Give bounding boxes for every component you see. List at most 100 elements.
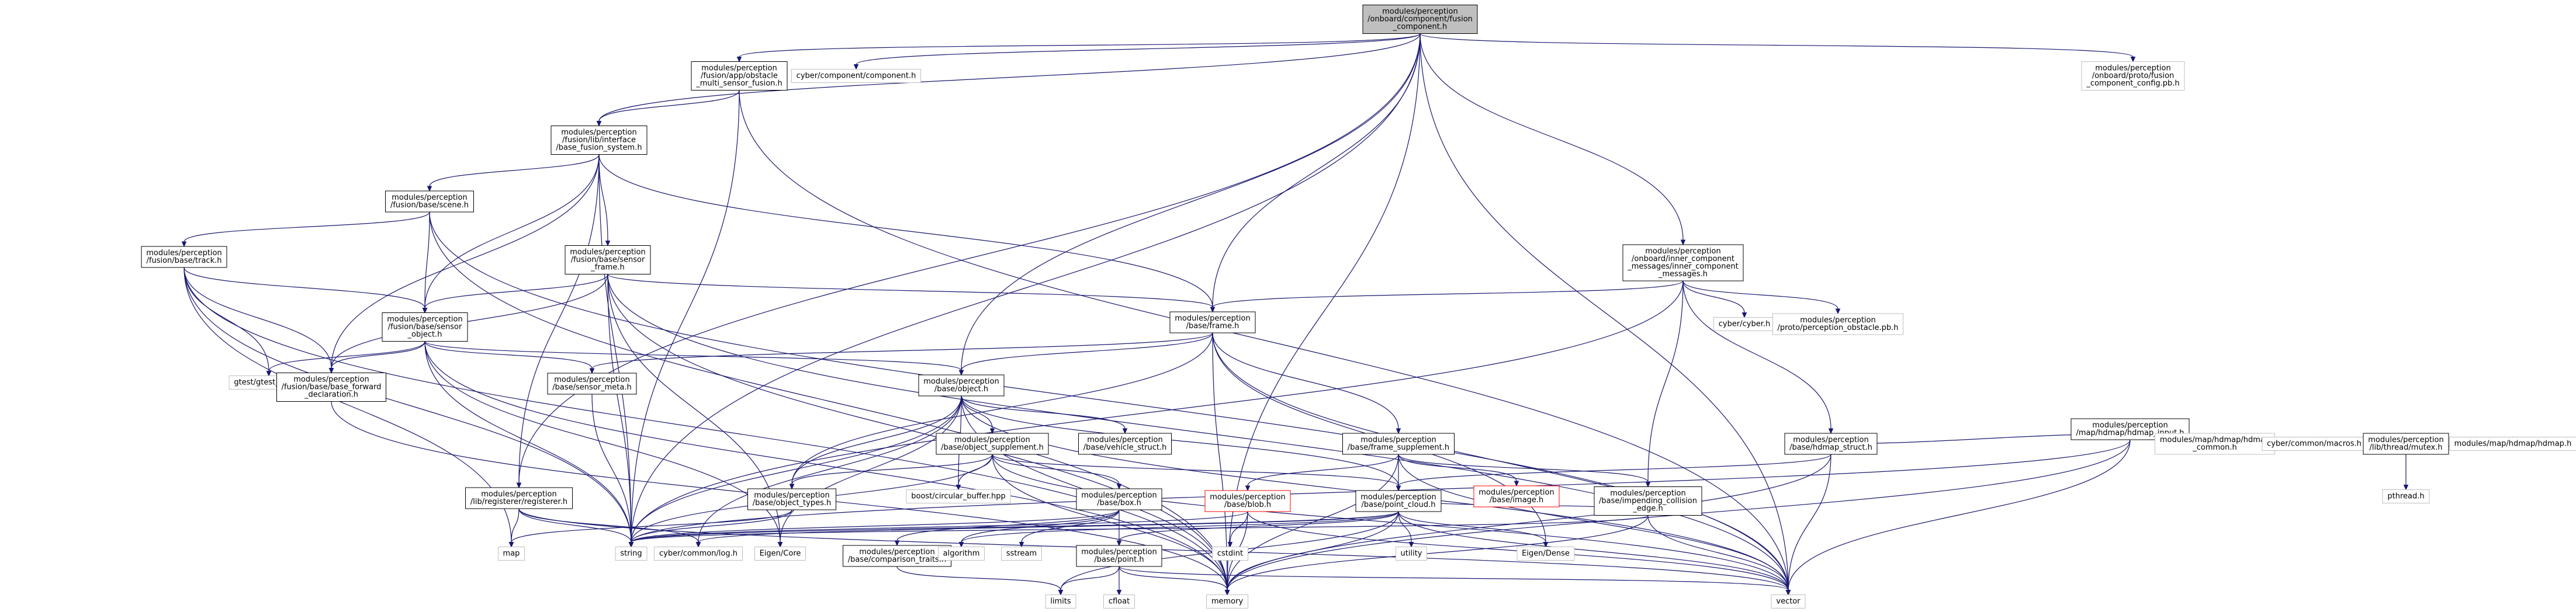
- edge-sensor-object-to-gtest-prod: [266, 341, 425, 377]
- edge-line: [1119, 566, 1789, 591]
- node-label-line: _object.h: [407, 331, 442, 339]
- edge-line: [598, 90, 740, 121]
- node-thread-mutex[interactable]: modules/perception/lib/thread/mutex.h: [2363, 433, 2449, 455]
- node-label-line: limits: [1050, 597, 1071, 606]
- node-sensor-frame[interactable]: modules/perception/fusion/base/sensor_fr…: [565, 245, 651, 274]
- node-box: [754, 547, 806, 561]
- edge-point-cloud-to-eigen-dense: [1398, 511, 1549, 548]
- node-inner-msgs[interactable]: modules/perception/onboard/inner_compone…: [1622, 244, 1744, 281]
- edge-point-cloud-to-point: [1116, 511, 1399, 547]
- node-label-line: /base/point_cloud.h: [1362, 500, 1436, 509]
- node-blob[interactable]: modules/perception/base/blob.h: [1204, 490, 1291, 512]
- edge-line: [424, 340, 962, 371]
- edge-arrowhead: [1828, 428, 1834, 434]
- node-sensor-meta[interactable]: modules/perception/base/sensor_meta.h: [547, 373, 637, 395]
- node-box: [906, 489, 1011, 503]
- node-box: [2363, 433, 2449, 455]
- edge-line: [961, 395, 1399, 486]
- edge-inner-msgs-to-hdmap-struct: [1682, 280, 1834, 434]
- edge-line: [1212, 33, 1421, 308]
- edge-arrowhead: [736, 57, 742, 62]
- node-box: [550, 126, 648, 155]
- node-scene[interactable]: modules/perception/fusion/base/scene.h: [385, 190, 474, 213]
- edge-arrowhead: [628, 542, 634, 548]
- edge-track-to-sensor-object: [183, 267, 428, 314]
- node-box: [498, 547, 525, 561]
- edge-arrowhead: [1058, 590, 1064, 596]
- edge-arrowhead: [955, 485, 961, 491]
- node-point[interactable]: modules/perception/base/point.h: [1076, 545, 1162, 567]
- edge-line: [598, 154, 1213, 308]
- node-box: [1622, 244, 1744, 281]
- edge-app-msf-to-base-fusion-system: [596, 90, 740, 127]
- node-impending[interactable]: modules/perception/base/impending_collis…: [1594, 486, 1702, 516]
- node-label-line: modules/perception: [293, 375, 369, 384]
- edge-line: [631, 280, 1684, 543]
- node-image[interactable]: modules/perception/base/image.h: [1473, 485, 1560, 507]
- node-label-line: utility: [1401, 550, 1422, 558]
- edge-line: [607, 274, 1789, 590]
- edge-line: [698, 395, 962, 543]
- edge-line: [1247, 454, 1399, 486]
- edge-line: [1398, 454, 1789, 590]
- edge-arrowhead: [958, 542, 964, 548]
- node-root[interactable]: modules/perception/onboard/component/fus…: [1362, 5, 1478, 34]
- node-box: [2081, 61, 2185, 91]
- node-sensor-object[interactable]: modules/perception/fusion/base/sensor_ob…: [382, 312, 468, 342]
- node-object-supplement[interactable]: modules/perception/base/object_supplemen…: [936, 433, 1049, 455]
- node-object-types[interactable]: modules/perception/base/object_types.h: [747, 488, 836, 510]
- edge-line: [1419, 33, 1684, 241]
- node-label-line: modules/perception: [954, 436, 1030, 444]
- node-comparison-traits[interactable]: modules/perception/base/comparison_trait…: [843, 545, 951, 567]
- node-label-line: modules/map/hdmap/hdmap.h: [2454, 440, 2572, 448]
- edge-root-to-string: [628, 33, 1421, 548]
- node-object[interactable]: modules/perception/base/object.h: [918, 374, 1005, 397]
- node-box: [843, 545, 951, 567]
- edge-frame-to-object: [958, 332, 1213, 376]
- node-label-line: modules/perception: [701, 64, 777, 73]
- node-label-line: modules/perception: [1645, 247, 1720, 256]
- node-box: [1772, 313, 1903, 335]
- node-base-fusion-system[interactable]: modules/perception/fusion/lib/interface/…: [550, 126, 648, 155]
- edge-inner-msgs-to-impending: [1645, 280, 1684, 488]
- node-registerer[interactable]: modules/perception/lib/registerer/regist…: [465, 487, 573, 509]
- node-box: [1103, 594, 1135, 608]
- node-box: [1594, 486, 1702, 516]
- edge-line: [591, 394, 632, 543]
- node-box: [1206, 594, 1248, 608]
- node-vehicle-struct[interactable]: modules/perception/base/vehicle_struct.h: [1078, 433, 1172, 455]
- node-label-line: modules/perception: [1175, 314, 1250, 323]
- node-hdmap-struct[interactable]: modules/perception/base/hdmap_struct.h: [1784, 433, 1878, 455]
- node-label-line: /fusion/lib/interface: [562, 136, 636, 145]
- edge-line: [424, 274, 608, 308]
- node-label-line: /onboard/component/fusion: [1367, 15, 1473, 24]
- node-label-line: modules/perception: [1081, 548, 1157, 557]
- node-obstacle-pb: modules/perception/proto/perception_obst…: [1772, 313, 1903, 335]
- edge-line: [183, 267, 425, 308]
- edge-arrowhead: [1543, 542, 1549, 548]
- node-app-msf[interactable]: modules/perception/fusion/app/obstacle_m…: [691, 61, 788, 91]
- edge-arrowhead: [1645, 482, 1651, 488]
- edge-object-types-to-map: [508, 509, 792, 548]
- node-cstdint: cstdint: [1212, 547, 1248, 561]
- edge-arrowhead: [695, 542, 701, 548]
- node-box: [465, 487, 573, 509]
- node-point-cloud[interactable]: modules/perception/base/point_cloud.h: [1355, 490, 1442, 512]
- edge-object-to-cyber-log: [695, 395, 962, 548]
- edge-arrowhead: [1835, 308, 1841, 315]
- node-label-line: vector: [1776, 597, 1801, 606]
- node-label-line: modules/perception: [1800, 316, 1875, 325]
- node-frame-supplement[interactable]: modules/perception/base/frame_supplement…: [1342, 433, 1455, 455]
- node-label-line: /base/image.h: [1490, 496, 1544, 505]
- node-base-forward[interactable]: modules/perception/fusion/base/base_forw…: [276, 373, 386, 402]
- node-box: [547, 373, 637, 395]
- node-frame[interactable]: modules/perception/base/frame.h: [1169, 311, 1256, 333]
- edge-line: [1398, 511, 1546, 543]
- edge-sensor-object-to-base-forward: [328, 341, 425, 374]
- edge-line: [1788, 439, 2131, 590]
- edge-line: [631, 514, 1649, 543]
- node-label-line: _common.h: [2192, 443, 2237, 452]
- node-track[interactable]: modules/perception/fusion/base/track.h: [141, 246, 227, 268]
- node-box[interactable]: modules/perception/base/box.h: [1076, 488, 1162, 510]
- edge-line: [598, 33, 1421, 121]
